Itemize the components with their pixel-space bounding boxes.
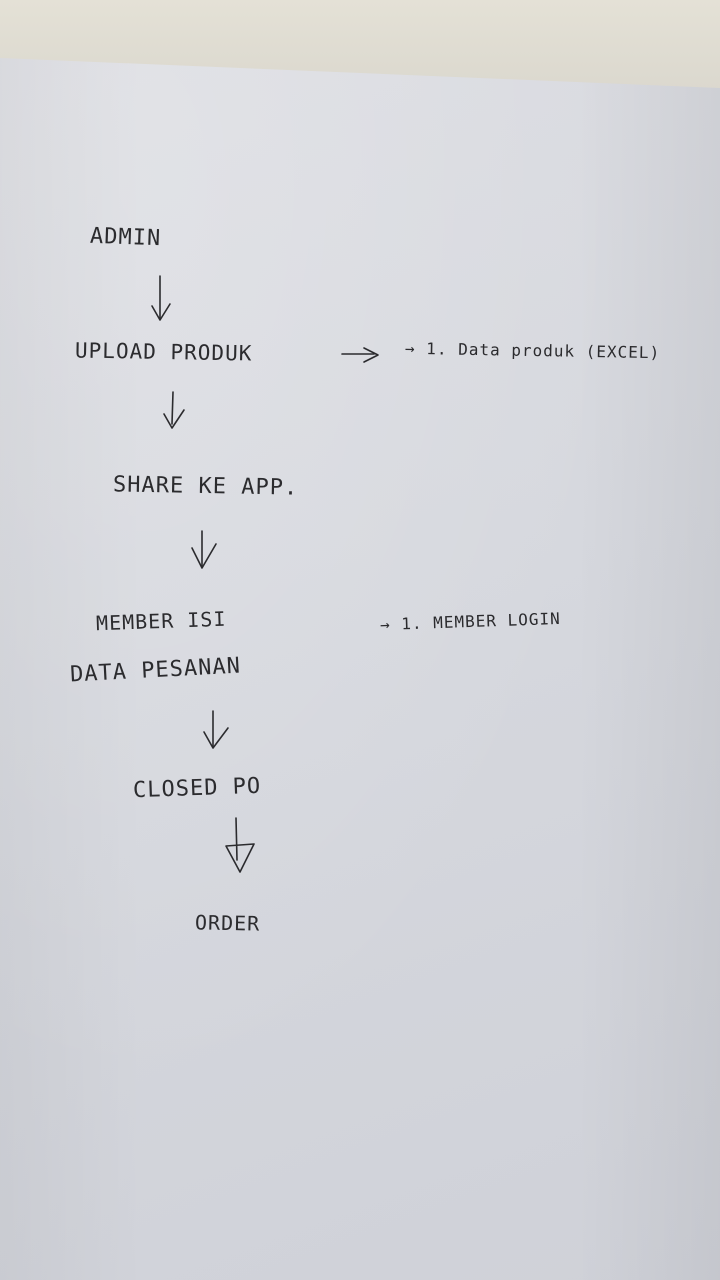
arrow-down-icon bbox=[151, 275, 171, 321]
arrow-right-icon bbox=[341, 347, 379, 363]
arrow-down-icon bbox=[163, 391, 185, 429]
arrow-down-icon bbox=[225, 817, 255, 873]
arrow-down-icon bbox=[203, 710, 229, 749]
paper-sheet bbox=[0, 58, 720, 1280]
arrow-down-icon bbox=[191, 530, 217, 569]
